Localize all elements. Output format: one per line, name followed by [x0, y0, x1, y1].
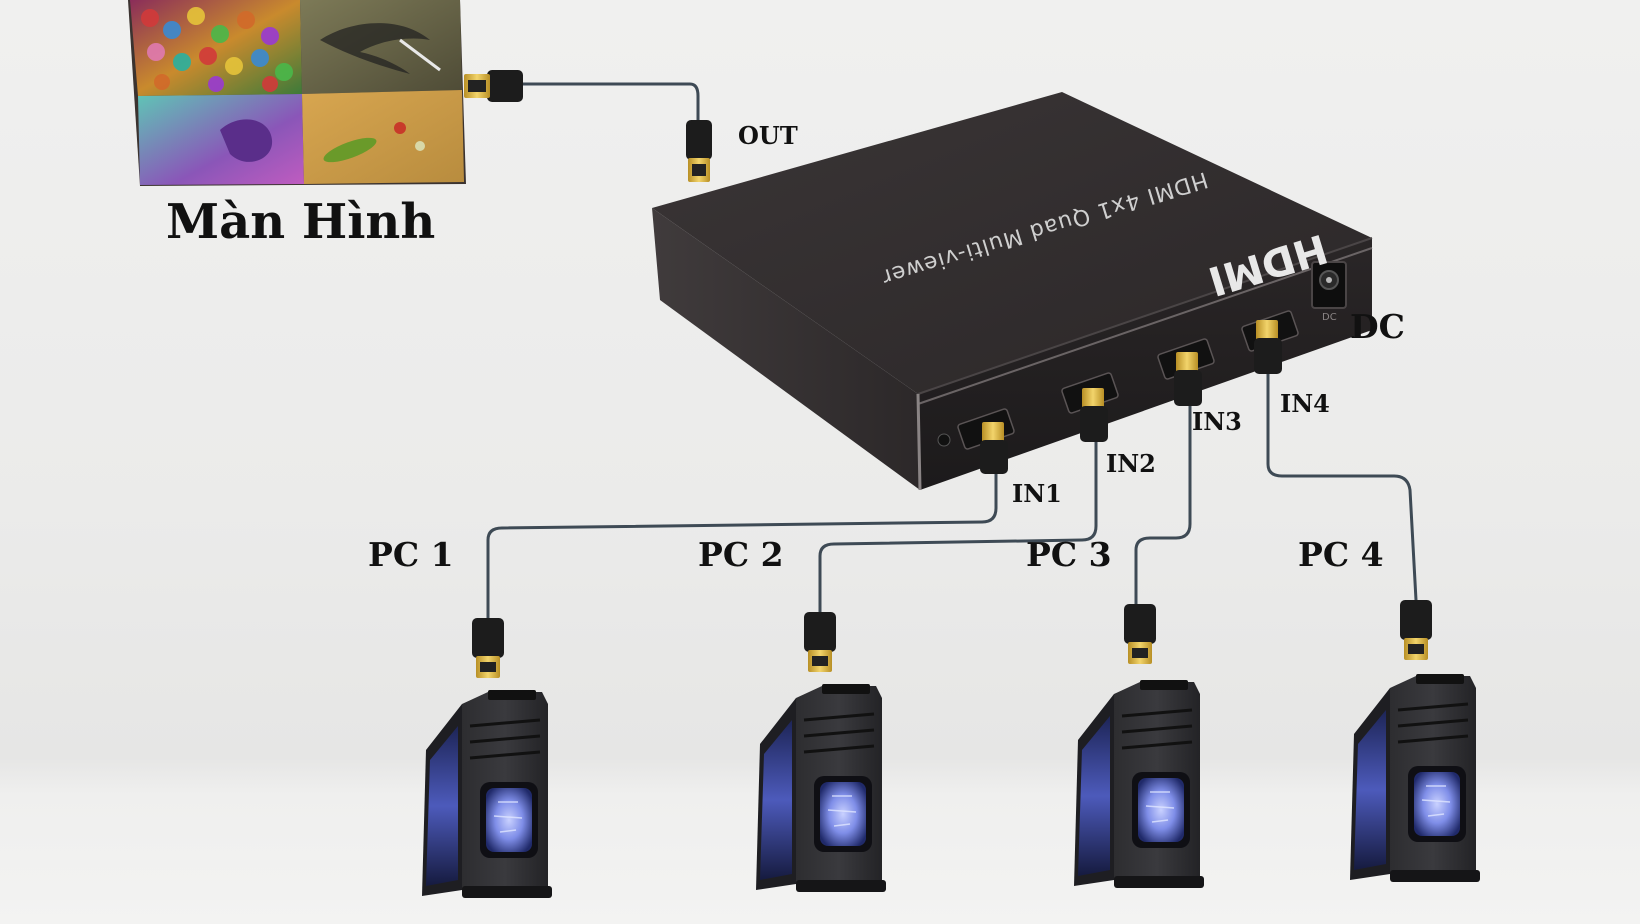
front-corner-edge	[916, 393, 922, 491]
bird-highlight	[399, 38, 441, 72]
device-top	[652, 92, 1372, 394]
pc-label-4: PC 4	[1298, 535, 1384, 574]
tomato-shape	[394, 122, 406, 134]
pc-tower-4	[1348, 672, 1482, 884]
device-plugs	[980, 320, 1282, 474]
candy-dots	[141, 7, 293, 92]
pepper-shape	[323, 137, 377, 163]
garlic-shape	[415, 141, 425, 151]
monitor-screen	[128, 0, 466, 186]
port-label-dc: DC	[1350, 307, 1405, 346]
port-label-in3: IN3	[1192, 407, 1242, 436]
cable-in4	[1266, 350, 1418, 602]
cable-in2	[818, 408, 1098, 614]
hdmi-plug-out	[686, 120, 712, 182]
pc-tower-3	[1072, 678, 1206, 890]
swirl-shape	[220, 119, 273, 162]
device-side	[652, 208, 920, 490]
screen-quadrant-4	[302, 90, 464, 184]
screen-quadrant-2	[300, 0, 462, 94]
pc-tower-1	[422, 690, 552, 898]
port-label-in4: IN4	[1280, 389, 1330, 418]
front-panel-edge	[917, 247, 1373, 405]
hdmi-plug-in2	[1080, 388, 1108, 442]
monitor-label: Màn Hình	[166, 194, 436, 250]
pc-plugs	[472, 600, 1432, 678]
hdmi-plug-pc1	[472, 618, 504, 678]
port-label-out: OUT	[738, 121, 798, 150]
bird-shape	[320, 23, 430, 74]
pc-label-3: PC 3	[1026, 535, 1112, 574]
hdmi-plug-pc4	[1400, 600, 1432, 660]
pc-tower-2	[754, 682, 888, 894]
hdmi-plug-in1	[980, 422, 1008, 474]
port-label-in2: IN2	[1106, 449, 1156, 478]
dc-jack-text: DC	[1322, 312, 1337, 323]
pc-label-1: PC 1	[368, 535, 454, 574]
cable-in3	[1134, 373, 1192, 606]
hdmi-plug-pc2	[804, 612, 836, 672]
hdmi-plug-in3	[1174, 352, 1202, 406]
screen-quadrant-3	[138, 94, 304, 185]
pc-label-2: PC 2	[698, 535, 784, 574]
hdmi-plug-in4	[1254, 320, 1282, 374]
device-front	[918, 238, 1372, 490]
hdmi-plug-pc3	[1124, 604, 1156, 664]
cable-out	[516, 82, 700, 122]
port-label-in1: IN1	[1012, 479, 1062, 508]
hdmi-plug-monitor	[464, 70, 523, 102]
cable-in1	[486, 468, 998, 622]
ir-sensor	[937, 433, 951, 447]
cables	[486, 82, 1418, 622]
multiviewer-device: DC HDMI 4x1 Quad Multi-viewer HDMI	[652, 92, 1373, 491]
